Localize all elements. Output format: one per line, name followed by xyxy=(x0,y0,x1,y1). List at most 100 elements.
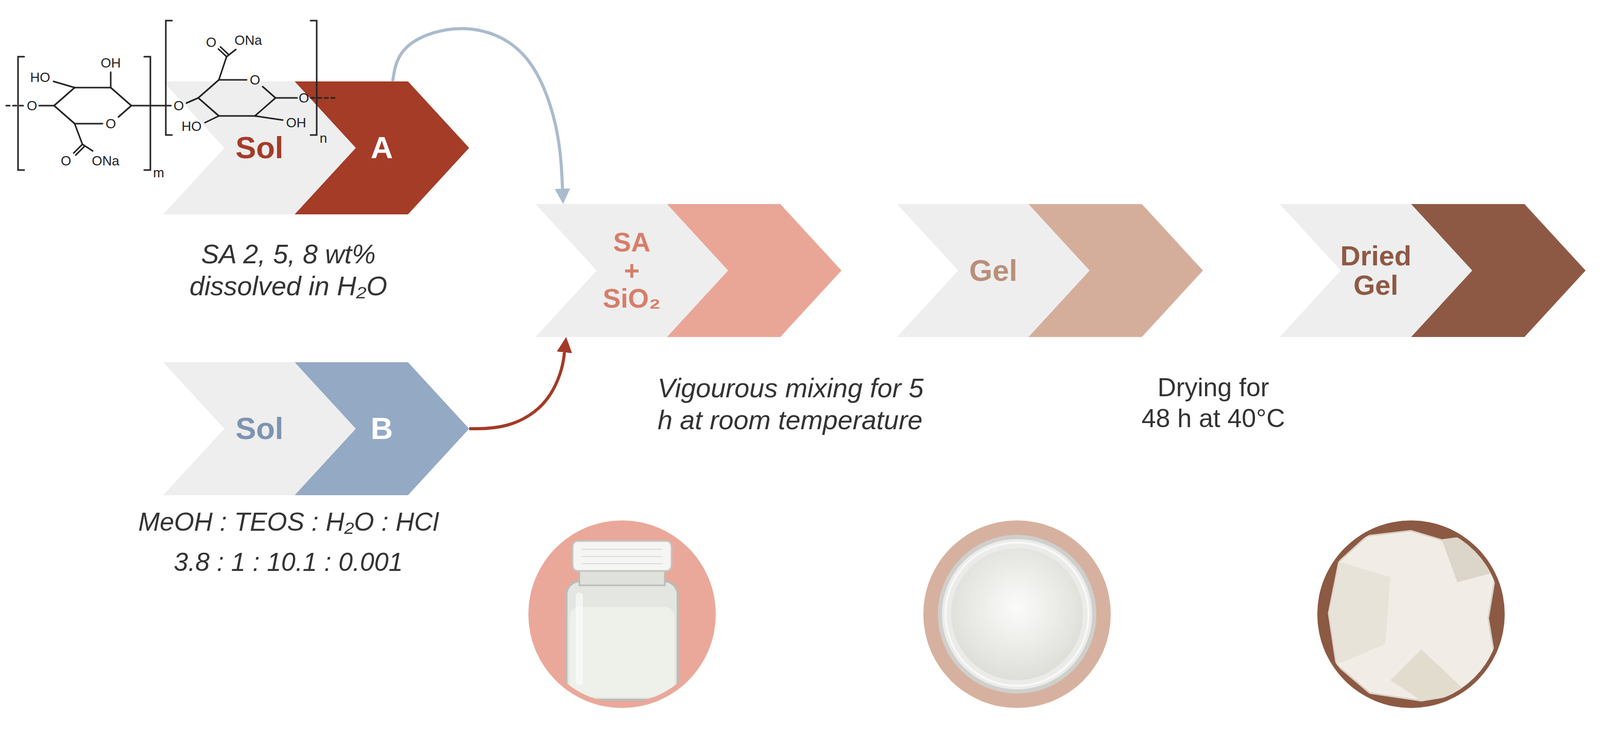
atom-label: HO xyxy=(30,70,51,85)
atom-label: O xyxy=(173,98,184,114)
atom-label: HO xyxy=(30,70,51,85)
bond xyxy=(74,123,83,145)
chevron-step: Gel xyxy=(897,203,1203,337)
atom-label: n xyxy=(319,130,328,146)
bond xyxy=(54,105,75,124)
bond xyxy=(218,115,255,117)
atom-label: O xyxy=(249,72,261,88)
bond xyxy=(110,72,112,88)
chevron-step: Sol B xyxy=(163,362,470,495)
chevron-shape xyxy=(163,81,470,215)
bond xyxy=(74,87,111,89)
atom-label: HO xyxy=(181,118,202,134)
bracket xyxy=(144,56,151,170)
flow-arrow xyxy=(469,352,565,429)
step-letter: B xyxy=(370,411,393,446)
photo-jar xyxy=(566,540,678,700)
bond xyxy=(74,123,103,125)
bond xyxy=(75,146,85,156)
photo-jar xyxy=(528,520,716,708)
chevron-step: Dried Gel xyxy=(1279,203,1586,337)
bond xyxy=(218,48,227,57)
step-letter-slot: A xyxy=(324,130,439,165)
atom-label: O xyxy=(205,35,217,50)
step-note: Drying for 48 h at 40°C xyxy=(1141,371,1286,434)
step-name: Dried Gel xyxy=(1340,241,1412,300)
photo-gel xyxy=(945,542,1089,686)
atom-label: O xyxy=(60,153,72,169)
atom-label: OH xyxy=(100,55,122,71)
step-note: Drying for 48 h at 40°C xyxy=(1141,371,1286,434)
chevron-shape xyxy=(163,362,470,495)
step-name: SA + SiO₂ xyxy=(602,228,661,313)
bond xyxy=(118,105,132,117)
photo-jar xyxy=(566,580,678,700)
atom-label: ONa xyxy=(91,153,119,169)
atom-label: ONa xyxy=(234,32,262,48)
photo-gel xyxy=(923,520,1111,708)
photo-jar xyxy=(572,540,672,571)
atom-label: O xyxy=(298,90,309,106)
atom-label: O xyxy=(60,153,72,169)
atom-label: O xyxy=(105,116,116,132)
bond xyxy=(110,87,132,106)
chevron-shape xyxy=(535,203,842,337)
photo-dried-gel xyxy=(1317,520,1505,708)
bond xyxy=(39,105,55,107)
photo-dried-gel xyxy=(1441,535,1496,582)
atom-label: O xyxy=(26,98,38,114)
photo-dried-gel xyxy=(1328,530,1496,701)
bracket xyxy=(18,56,25,170)
bond xyxy=(82,144,93,151)
step-name: Gel xyxy=(969,253,1018,287)
chevron-light xyxy=(163,362,356,495)
step-note: Vigourous mixing for 5 h at room tempera… xyxy=(657,371,924,437)
atom-label: OH xyxy=(286,115,307,131)
atom-label: O xyxy=(173,98,184,114)
photo-dried-gel xyxy=(1328,561,1391,665)
photo-gel xyxy=(939,536,1095,692)
chevron-light xyxy=(535,203,729,337)
step-letter: A xyxy=(370,130,393,165)
chevron-step: Sol A xyxy=(163,81,470,215)
step-letter-slot: B xyxy=(324,411,439,446)
atom-label: OH xyxy=(100,55,122,71)
bond xyxy=(53,81,75,88)
atom-label: ONa xyxy=(234,32,262,48)
photo-dried-gel xyxy=(1390,648,1468,701)
photo-jar xyxy=(569,606,675,697)
step-name-slot: Sol xyxy=(163,411,356,446)
chevron-step: SA + SiO₂ xyxy=(535,203,842,337)
atom-label: n xyxy=(319,130,328,146)
photo-dried-gel xyxy=(1317,520,1505,708)
step-note: Vigourous mixing for 5 h at room tempera… xyxy=(657,371,924,437)
bond xyxy=(131,105,171,107)
chevron-light xyxy=(163,81,356,215)
bond xyxy=(218,79,247,81)
atom-label: O xyxy=(298,90,309,106)
chain-continuation xyxy=(6,105,25,107)
caption-text: SA 2, 5, 8 wt% dissolved in H₂O xyxy=(189,237,388,303)
step-name: Sol xyxy=(235,130,284,165)
atom-label: O xyxy=(249,72,261,88)
atom-label: O xyxy=(205,35,217,50)
chevron-shape xyxy=(897,203,1203,337)
atom-label: ONa xyxy=(91,153,119,169)
bond xyxy=(226,49,236,57)
atom-label: HO xyxy=(181,118,202,134)
atom-label: O xyxy=(105,116,116,132)
step-name-slot: Gel xyxy=(897,253,1090,287)
bracket xyxy=(165,20,172,135)
photo-jar xyxy=(528,520,716,708)
photo-jar xyxy=(581,548,663,564)
step-name-slot: Sol xyxy=(163,130,356,165)
step-name: Sol xyxy=(235,411,284,446)
step-name-slot: SA + SiO₂ xyxy=(535,228,729,313)
atom-label: OH xyxy=(286,115,307,131)
caption-text: SA 2, 5, 8 wt% dissolved in H₂O xyxy=(189,237,388,303)
step-name-slot: Dried Gel xyxy=(1279,241,1473,300)
photo-gel xyxy=(951,547,1083,680)
recipe-ratio: MeOH : TEOS : H₂O : HCl 3.8 : 1 : 10.1 :… xyxy=(138,502,439,582)
